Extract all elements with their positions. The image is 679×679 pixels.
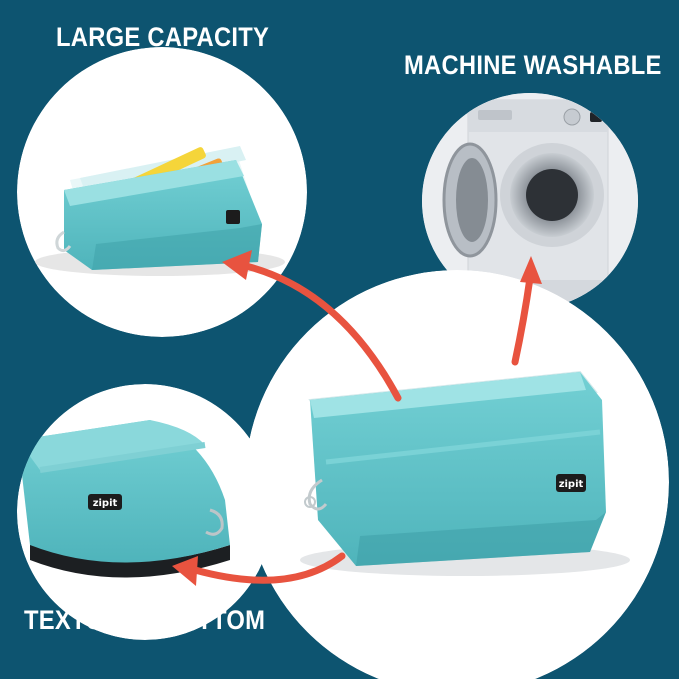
pencil-case-photo: zipit: [245, 270, 669, 679]
machine-washable-photo: [422, 93, 638, 309]
logo-main: zipit: [559, 479, 584, 490]
logo-small: zipit: [93, 498, 118, 509]
label-large-capacity: LARGE CAPACITY: [56, 22, 270, 52]
textured-bottom-photo: zipit: [17, 384, 273, 640]
arrowheads: [172, 250, 542, 586]
label-textured-bottom: TEXTURED BOTTOM: [24, 605, 266, 635]
large-capacity-photo: [17, 47, 307, 337]
arrow-icon: [191, 262, 534, 584]
label-machine-washable: MACHINE WASHABLE: [404, 50, 662, 80]
